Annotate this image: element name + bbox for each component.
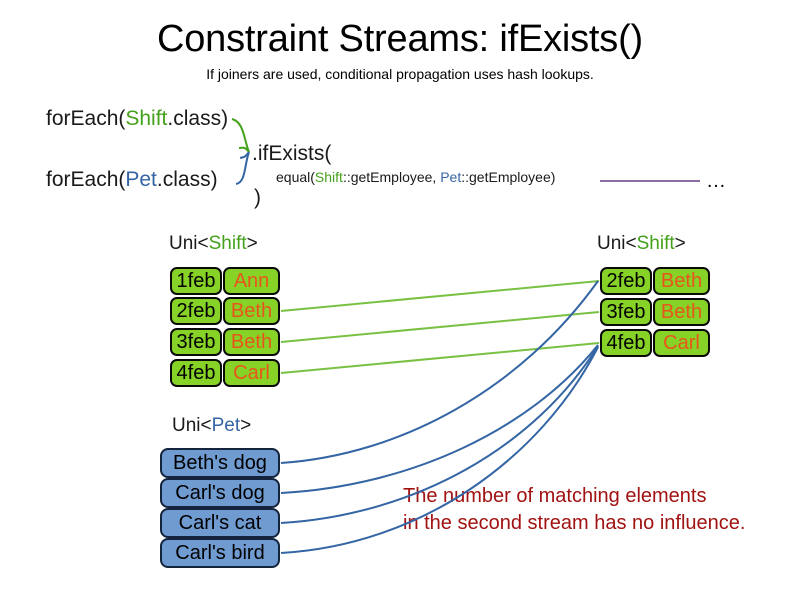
wire-pet-beths-dog	[280, 280, 599, 464]
list-item[interactable]: Carl's dog	[160, 478, 280, 508]
code-foreach-pet-type: Pet	[125, 168, 157, 191]
brace-shift-tip	[238, 146, 250, 153]
code-foreach-shift-suffix: .class)	[167, 107, 229, 130]
list-item[interactable]: Carl's cat	[160, 508, 280, 538]
shift-left-employee-2: Beth	[223, 328, 280, 356]
caption-left-type: Shift	[208, 233, 247, 254]
caption-pet-suffix: >	[240, 415, 252, 436]
table-row[interactable]: 4feb Carl	[600, 329, 710, 357]
table-row[interactable]: 2feb Beth	[600, 267, 710, 295]
caption-right-suffix: >	[674, 233, 686, 254]
code-foreach-pet-prefix: forEach(	[46, 168, 126, 191]
annotation-line-1: The number of matching elements	[403, 485, 707, 507]
caption-uni-shift-right: Uni<Shift>	[597, 233, 686, 255]
code-foreach-pet-suffix: .class)	[156, 168, 218, 191]
caption-uni-shift-left: Uni<Shift>	[169, 233, 258, 255]
code-foreach-pet: forEach(Pet.class)	[46, 168, 218, 192]
code-equal-suffix: ::getEmployee)	[461, 169, 556, 185]
caption-uni-pet: Uni<Pet>	[172, 415, 251, 437]
shift-left-date-0: 1feb	[170, 267, 222, 295]
code-foreach-shift: forEach(Shift.class)	[46, 107, 228, 131]
code-close-paren: )	[254, 186, 261, 209]
caption-right-prefix: Uni<	[597, 233, 637, 254]
code-equal-joiner: equal(Shift::getEmployee, Pet::getEmploy…	[276, 169, 555, 185]
shift-right-employee-1: Beth	[653, 298, 710, 326]
wire-shift-4feb	[280, 342, 600, 374]
annotation-line-2: in the second stream has no influence.	[403, 512, 746, 534]
caption-left-prefix: Uni<	[169, 233, 209, 254]
wire-shift-3feb	[280, 311, 600, 343]
brace-pet-tip	[239, 151, 250, 159]
table-row[interactable]: 3feb Beth	[170, 328, 280, 356]
code-foreach-shift-prefix: forEach(	[46, 107, 126, 130]
shift-left-employee-0: Ann	[223, 267, 280, 295]
shift-left-date-1: 2feb	[170, 297, 222, 325]
shift-left-employee-3: Carl	[223, 359, 280, 387]
list-item[interactable]: Beth's dog	[160, 448, 280, 478]
code-foreach-shift-type: Shift	[125, 107, 168, 130]
wire-shift-2feb	[280, 280, 600, 312]
page-title: Constraint Streams: ifExists()	[157, 18, 643, 60]
code-equal-left-type: Shift	[314, 169, 343, 185]
table-row[interactable]: 2feb Beth	[170, 297, 280, 325]
shift-right-date-0: 2feb	[600, 267, 652, 295]
page-subtitle: If joiners are used, conditional propaga…	[206, 66, 594, 82]
shift-left-employee-1: Beth	[223, 297, 280, 325]
shift-right-employee-0: Beth	[653, 267, 710, 295]
caption-right-type: Shift	[636, 233, 675, 254]
caption-pet-type: Pet	[211, 415, 241, 436]
brace-shift-curve	[231, 118, 250, 153]
joiner-connector-line	[600, 180, 700, 182]
shift-right-date-1: 3feb	[600, 298, 652, 326]
caption-pet-prefix: Uni<	[172, 415, 212, 436]
shift-right-date-2: 4feb	[600, 329, 652, 357]
code-equal-prefix: equal(	[276, 169, 315, 185]
code-ifexists: .ifExists(	[252, 142, 332, 165]
code-equal-right-type: Pet	[440, 169, 462, 185]
code-ellipsis: …	[706, 170, 726, 192]
table-row[interactable]: 1feb Ann	[170, 267, 280, 295]
shift-left-date-3: 4feb	[170, 359, 222, 387]
wire-pet-carls-dog	[280, 344, 599, 494]
table-row[interactable]: 3feb Beth	[600, 298, 710, 326]
list-item[interactable]: Carl's bird	[160, 538, 280, 568]
code-equal-middle: ::getEmployee,	[342, 169, 441, 185]
table-row[interactable]: 4feb Carl	[170, 359, 280, 387]
caption-left-suffix: >	[246, 233, 258, 254]
brace-pet-curve	[235, 151, 250, 185]
shift-right-employee-2: Carl	[653, 329, 710, 357]
shift-left-date-2: 3feb	[170, 328, 222, 356]
annotation-note: The number of matching elements in the s…	[403, 483, 745, 537]
